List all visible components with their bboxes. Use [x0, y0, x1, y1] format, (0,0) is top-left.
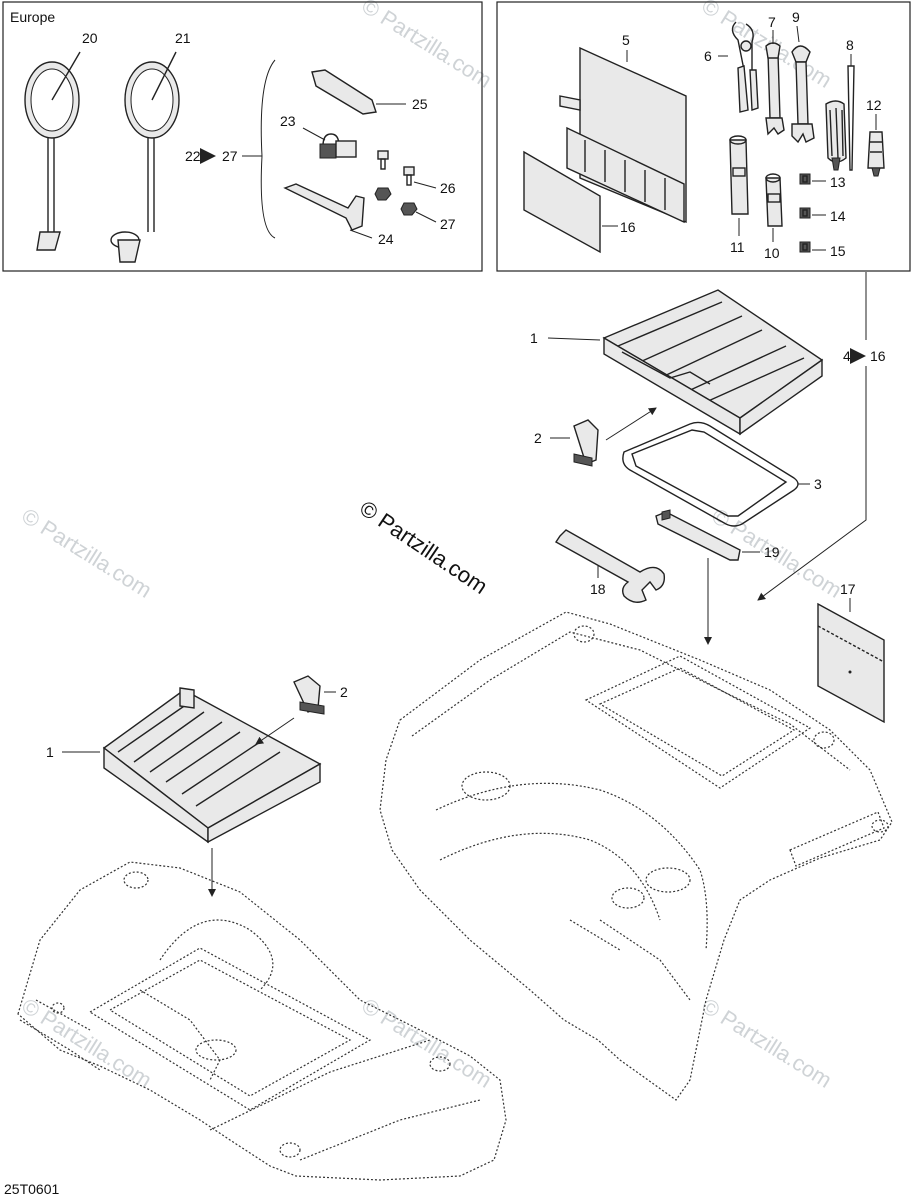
- mirror-20: [24, 51, 81, 251]
- callout-3: 3: [814, 476, 822, 492]
- callout-19: 19: [764, 544, 780, 560]
- fuse-13: [799, 173, 826, 185]
- watermark: © Partzilla.com: [357, 993, 496, 1093]
- range-4-16: 4 16: [757, 272, 886, 601]
- watermark: © Partzilla.com: [697, 993, 836, 1093]
- callout-20: 20: [82, 30, 98, 46]
- callout-5: 5: [622, 32, 630, 48]
- range-to: 16: [870, 348, 886, 364]
- callout-18: 18: [590, 581, 606, 597]
- callout-1: 1: [530, 330, 538, 346]
- latch-clip-2-lower: [255, 675, 336, 745]
- tube-wrench-11: [729, 135, 749, 236]
- callout-23: 23: [280, 113, 296, 129]
- callout-27: 27: [440, 216, 456, 232]
- range-22-27: 22 27: [185, 59, 276, 239]
- range-from: 4: [843, 348, 851, 364]
- screwdriver-8: [825, 54, 855, 171]
- bolts-26: [377, 150, 437, 189]
- bracket-19: [655, 509, 760, 645]
- nuts-27: [374, 187, 437, 223]
- tool-kit-panel: 5 16 6 7: [496, 1, 911, 272]
- europe-kit-panel: Europe 20 21 22 27: [2, 1, 483, 272]
- label-17: [817, 598, 885, 724]
- bit-12: [867, 114, 885, 177]
- callout-8: 8: [846, 37, 854, 53]
- mirror-21: [110, 51, 180, 263]
- front-fender-body: [17, 861, 507, 1181]
- callout-16: 16: [620, 219, 636, 235]
- card-16: [523, 150, 618, 254]
- center-watermark: © Partzilla.com: [355, 495, 492, 599]
- range-to: 27: [222, 148, 238, 164]
- callout-24: 24: [378, 231, 394, 247]
- callout-2: 2: [340, 684, 348, 700]
- callout-17: 17: [840, 581, 856, 597]
- latch-clip-2-upper: [550, 407, 657, 467]
- watermark: © Partzilla.com: [17, 503, 156, 603]
- callout-21: 21: [175, 30, 191, 46]
- fuse-14: [799, 207, 826, 219]
- strap-25: [311, 69, 406, 115]
- storage-rack-1-lower: [62, 687, 322, 897]
- diagram-code: 25T0601: [4, 1181, 59, 1197]
- wrench-9: [791, 25, 815, 144]
- callout-15: 15: [830, 243, 846, 259]
- callout-14: 14: [830, 208, 846, 224]
- range-from: 22: [185, 148, 201, 164]
- callout-26: 26: [440, 180, 456, 196]
- watermark: © Partzilla.com: [357, 0, 496, 93]
- bracket-24: [283, 183, 373, 239]
- pliers-6: [718, 21, 759, 113]
- tool-pouch-5: [559, 46, 687, 224]
- watermark: © Partzilla.com: [17, 993, 156, 1093]
- callout-25: 25: [412, 96, 428, 112]
- callout-1: 1: [46, 744, 54, 760]
- fuse-15: [799, 241, 826, 253]
- callout-10: 10: [764, 245, 780, 261]
- region-label: Europe: [10, 9, 55, 25]
- callout-12: 12: [866, 97, 882, 113]
- rear-fender-body: [379, 611, 893, 1101]
- callout-13: 13: [830, 174, 846, 190]
- gasket-3: [622, 421, 810, 527]
- callout-9: 9: [792, 9, 800, 25]
- callout-2: 2: [534, 430, 542, 446]
- wrench-7: [765, 30, 785, 136]
- spanner-18: [554, 529, 666, 603]
- callout-7: 7: [768, 14, 776, 30]
- tube-wrench-10: [765, 173, 783, 242]
- lock-23: [302, 127, 357, 159]
- callout-6: 6: [704, 48, 712, 64]
- callout-11: 11: [730, 239, 745, 255]
- storage-rack-1-upper: [547, 289, 824, 436]
